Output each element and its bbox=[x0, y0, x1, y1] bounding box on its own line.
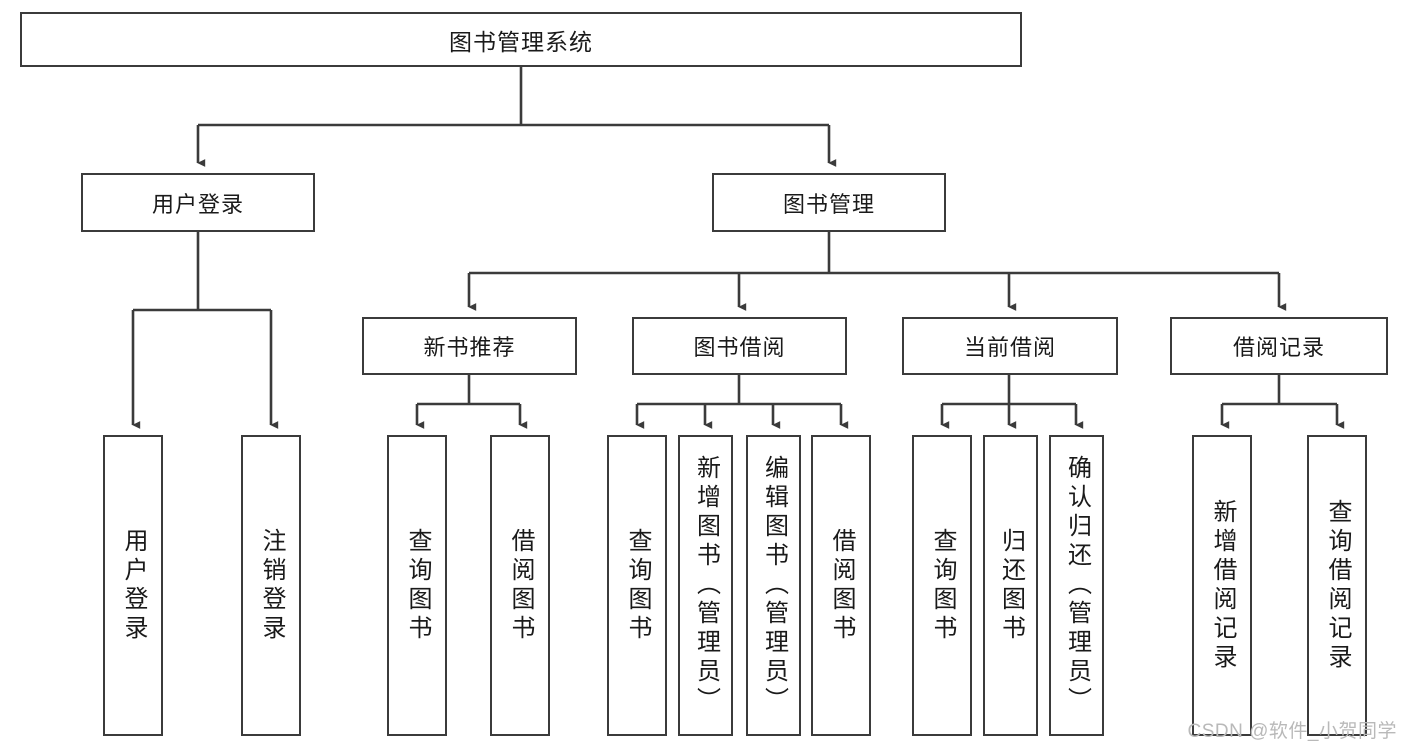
leaf-logout-label: 注销登录 bbox=[258, 527, 285, 644]
node-root-system[interactable]: 图书管理系统 bbox=[20, 12, 1022, 67]
leaf-borrow-query-book[interactable]: 查询图书 bbox=[607, 435, 667, 736]
leaf-add-borrow-record[interactable]: 新增借阅记录 bbox=[1192, 435, 1252, 736]
node-book-borrow-label: 图书借阅 bbox=[693, 335, 786, 360]
leaf-edit-book-admin-label: 编辑图书（管理员） bbox=[760, 455, 788, 716]
leaf-confirm-return-admin-label: 确认归还（管理员） bbox=[1063, 455, 1091, 716]
node-new-book-recommend[interactable]: 新书推荐 bbox=[362, 317, 577, 375]
leaf-logout[interactable]: 注销登录 bbox=[241, 435, 301, 736]
leaf-borrow-book-label: 借阅图书 bbox=[828, 527, 855, 644]
node-current-borrow-label: 当前借阅 bbox=[963, 335, 1056, 360]
node-borrow-record[interactable]: 借阅记录 bbox=[1170, 317, 1388, 375]
leaf-user-login-label: 用户登录 bbox=[120, 527, 147, 644]
node-book-borrow[interactable]: 图书借阅 bbox=[632, 317, 847, 375]
leaf-add-book-admin-label: 新增图书（管理员） bbox=[692, 455, 720, 716]
node-book-manage-label: 图书管理 bbox=[782, 191, 875, 217]
leaf-confirm-return-admin[interactable]: 确认归还（管理员） bbox=[1049, 435, 1104, 736]
leaf-edit-book-admin[interactable]: 编辑图书（管理员） bbox=[746, 435, 801, 736]
watermark: CSDN @软件_小贺同学 bbox=[1187, 721, 1397, 742]
leaf-new-book-query[interactable]: 查询图书 bbox=[387, 435, 447, 736]
node-user-login[interactable]: 用户登录 bbox=[81, 173, 315, 232]
leaf-return-book[interactable]: 归还图书 bbox=[983, 435, 1038, 736]
leaf-new-book-query-label: 查询图书 bbox=[404, 527, 431, 644]
node-book-manage[interactable]: 图书管理 bbox=[712, 173, 946, 232]
leaf-borrow-query-book-label: 查询图书 bbox=[624, 527, 651, 644]
node-user-login-label: 用户登录 bbox=[151, 191, 244, 217]
leaf-borrow-book[interactable]: 借阅图书 bbox=[811, 435, 871, 736]
leaf-user-login[interactable]: 用户登录 bbox=[103, 435, 163, 736]
leaf-new-book-borrow[interactable]: 借阅图书 bbox=[490, 435, 550, 736]
node-root-label: 图书管理系统 bbox=[449, 28, 593, 55]
leaf-query-borrow-record-label: 查询借阅记录 bbox=[1324, 498, 1351, 673]
leaf-new-book-borrow-label: 借阅图书 bbox=[507, 527, 534, 644]
leaf-current-query-book-label: 查询图书 bbox=[929, 527, 956, 644]
leaf-current-query-book[interactable]: 查询图书 bbox=[912, 435, 972, 736]
node-current-borrow[interactable]: 当前借阅 bbox=[902, 317, 1118, 375]
leaf-add-book-admin[interactable]: 新增图书（管理员） bbox=[678, 435, 733, 736]
leaf-query-borrow-record[interactable]: 查询借阅记录 bbox=[1307, 435, 1367, 736]
node-borrow-record-label: 借阅记录 bbox=[1232, 335, 1325, 360]
node-new-book-recommend-label: 新书推荐 bbox=[423, 335, 516, 360]
leaf-add-borrow-record-label: 新增借阅记录 bbox=[1209, 498, 1236, 673]
leaf-return-book-label: 归还图书 bbox=[997, 527, 1025, 644]
